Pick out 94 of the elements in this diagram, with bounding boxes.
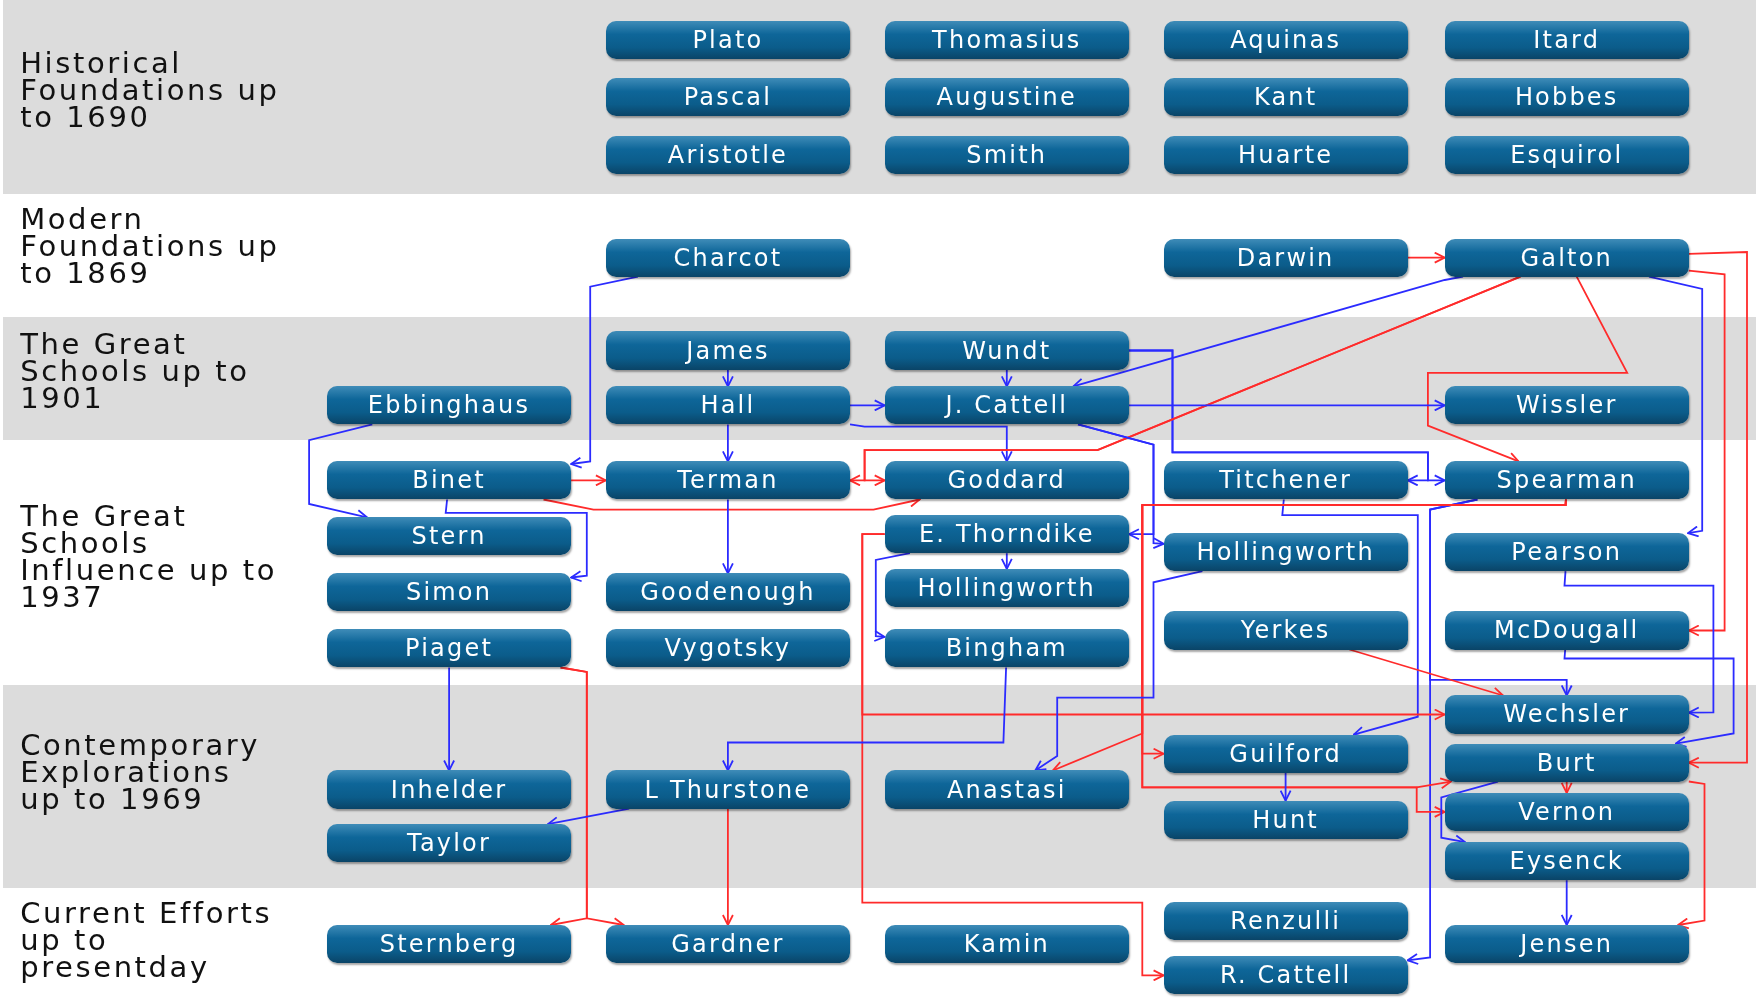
arrow <box>1281 498 1419 738</box>
band-background <box>3 685 1756 889</box>
name-box: Augustine <box>884 78 1129 117</box>
name-box: Simon <box>327 573 572 612</box>
name-box: Piaget <box>327 629 572 668</box>
arrow <box>849 399 886 412</box>
arrow <box>1563 648 1735 748</box>
arrow <box>1279 771 1292 802</box>
name-box: Esquirol <box>1444 135 1689 174</box>
name-box: McDougall <box>1444 611 1689 650</box>
name-box: Hunt <box>1163 800 1408 839</box>
name-box: Eysenck <box>1444 842 1689 881</box>
name-box: Binet <box>327 461 572 500</box>
band-heading: Modern Foundations up to 1869 <box>20 206 281 287</box>
arrow <box>849 423 1013 463</box>
name-box: Vygotsky <box>605 629 850 668</box>
arrow <box>1563 570 1715 719</box>
name-box: Bingham <box>884 629 1129 668</box>
name-box: Kant <box>1163 78 1408 117</box>
name-box: Spearman <box>1444 461 1689 500</box>
name-box: Jensen <box>1444 925 1689 964</box>
band-heading: The Great Schools up to 1901 <box>20 331 251 413</box>
name-box: Stern <box>327 517 572 556</box>
arrow <box>1429 498 1573 697</box>
name-box: Thomasius <box>884 21 1129 60</box>
name-box: Vernon <box>1444 792 1689 831</box>
name-box: Wechsler <box>1444 695 1689 734</box>
name-box: Galton <box>1444 238 1689 277</box>
name-box: Charcot <box>605 238 850 277</box>
name-box: Aristotle <box>605 135 850 174</box>
name-box: Wundt <box>884 331 1129 370</box>
arrow <box>861 533 1165 982</box>
name-box: Burt <box>1444 743 1689 782</box>
arrow <box>1560 879 1573 926</box>
name-box: Kamin <box>884 925 1129 964</box>
name-box: Pearson <box>1444 533 1689 572</box>
name-box: Goddard <box>884 461 1129 500</box>
arrow <box>722 666 1007 772</box>
name-box: Taylor <box>327 824 572 863</box>
name-box: Anastasi <box>884 770 1129 809</box>
name-box: Hollingworth <box>1163 533 1408 572</box>
name-box: Wissler <box>1444 386 1689 425</box>
name-box: Darwin <box>1163 238 1408 277</box>
arrow <box>443 666 455 772</box>
arrow <box>1000 368 1013 388</box>
band-heading: Current Efforts up to presentday <box>20 900 274 982</box>
name-box: Smith <box>884 135 1129 174</box>
arrow <box>1687 251 1748 769</box>
band-background <box>3 0 1756 194</box>
name-box: J. Cattell <box>884 386 1129 425</box>
arrow <box>1000 552 1013 570</box>
band-background <box>3 316 1756 441</box>
name-box: Aquinas <box>1163 21 1408 60</box>
name-box: Goodenough <box>605 573 850 612</box>
arrow <box>444 498 588 583</box>
arrow <box>1034 570 1204 772</box>
name-box: Terman <box>605 461 850 500</box>
name-box: R. Cattell <box>1163 956 1408 995</box>
arrow <box>1406 251 1446 264</box>
name-box: Pascal <box>605 78 850 117</box>
arrow <box>722 368 734 388</box>
band-heading: The Great Schools Influence up to 1937 <box>20 502 279 611</box>
name-box: Sternberg <box>327 925 572 964</box>
arrow <box>1077 423 1165 550</box>
name-box: Itard <box>1444 21 1689 60</box>
name-box: Hobbes <box>1444 78 1689 117</box>
name-box: Hall <box>605 386 850 425</box>
band-heading: Contemporary Explorations up to 1969 <box>20 732 262 814</box>
name-box: Gardner <box>605 925 850 964</box>
arrow <box>1677 780 1706 930</box>
arrow <box>1648 275 1704 538</box>
name-box: Plato <box>605 21 850 60</box>
name-box: E. Thorndike <box>884 515 1129 554</box>
name-box: Guilford <box>1163 734 1408 773</box>
arrow <box>1560 780 1573 794</box>
name-box: Titchener <box>1163 461 1408 500</box>
name-box: Inhelder <box>327 770 572 809</box>
arrow <box>570 275 639 469</box>
name-box: Hollingworth <box>884 568 1129 607</box>
arrow <box>873 552 911 642</box>
name-box: James <box>605 331 850 370</box>
arrow <box>722 498 734 575</box>
name-box: L Thurstone <box>605 770 850 809</box>
arrow <box>722 807 734 926</box>
name-box: Renzulli <box>1163 901 1408 940</box>
band-heading: Historical Foundations up to 1690 <box>20 50 281 132</box>
name-box: Huarte <box>1163 135 1408 174</box>
name-box: Yerkes <box>1163 611 1408 650</box>
arrow <box>1128 399 1446 412</box>
arrow <box>570 474 607 487</box>
name-box: Ebbinghaus <box>327 386 572 425</box>
arrow <box>722 423 734 463</box>
arrow <box>1687 269 1726 637</box>
arrow <box>1427 275 1629 464</box>
